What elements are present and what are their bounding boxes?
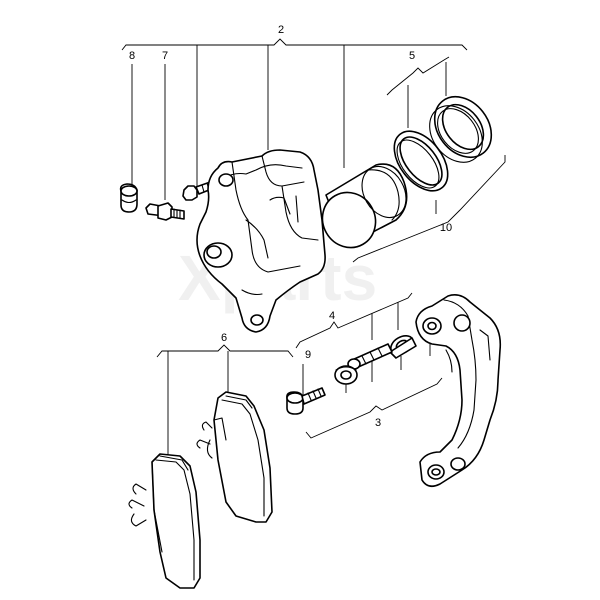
caliper-housing [196, 149, 326, 333]
dust-boot-ring [429, 95, 493, 163]
callout-5: 5 [409, 50, 415, 62]
guide-pin-boot [334, 365, 358, 385]
leader-lines [121, 38, 506, 455]
callout-8: 8 [129, 50, 135, 62]
piston-seal-ring [393, 130, 449, 192]
callout-numbers: 2 8 7 5 10 6 4 9 3 [129, 24, 452, 429]
dust-cap [119, 183, 138, 213]
callout-10: 10 [440, 222, 452, 234]
brake-pad-inner [196, 391, 273, 523]
caliper-carrier-bracket [415, 294, 502, 488]
guide-pin-bushing [389, 335, 417, 359]
guide-pin [347, 343, 393, 370]
callout-3: 3 [375, 417, 381, 429]
callout-9: 9 [305, 349, 311, 361]
callout-4: 4 [329, 310, 335, 322]
mounting-bolt [286, 387, 326, 415]
callout-2: 2 [278, 24, 284, 36]
callout-6: 6 [221, 332, 227, 344]
bleed-screw [145, 202, 185, 221]
piston [321, 163, 408, 249]
callout-7: 7 [162, 50, 168, 62]
brake-pad-outer [128, 453, 201, 589]
